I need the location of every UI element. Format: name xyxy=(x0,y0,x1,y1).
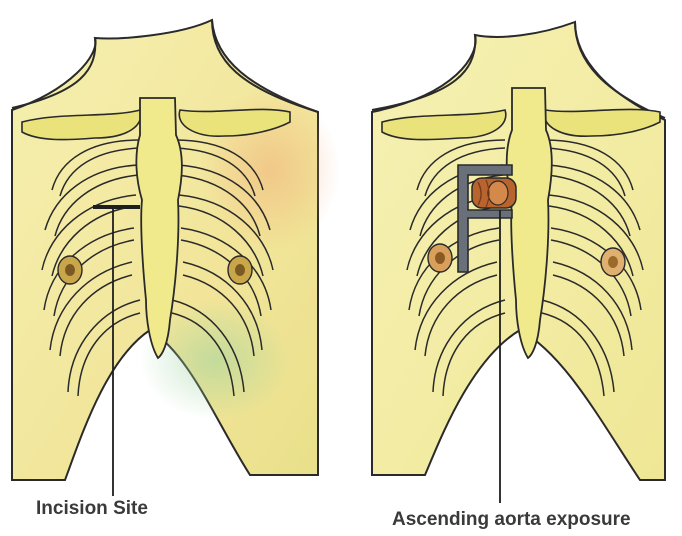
left-torso-nipple-right xyxy=(228,256,252,284)
left-torso xyxy=(12,20,340,496)
left-torso-nipple-left xyxy=(58,256,82,284)
right-torso xyxy=(372,22,665,503)
right-torso-nipple-left xyxy=(428,244,452,272)
aorta xyxy=(472,178,516,208)
ascending-aorta-exposure-label: Ascending aorta exposure xyxy=(392,509,631,531)
right-torso-nipple-right xyxy=(601,248,625,276)
incision-site-label: Incision Site xyxy=(36,498,148,520)
